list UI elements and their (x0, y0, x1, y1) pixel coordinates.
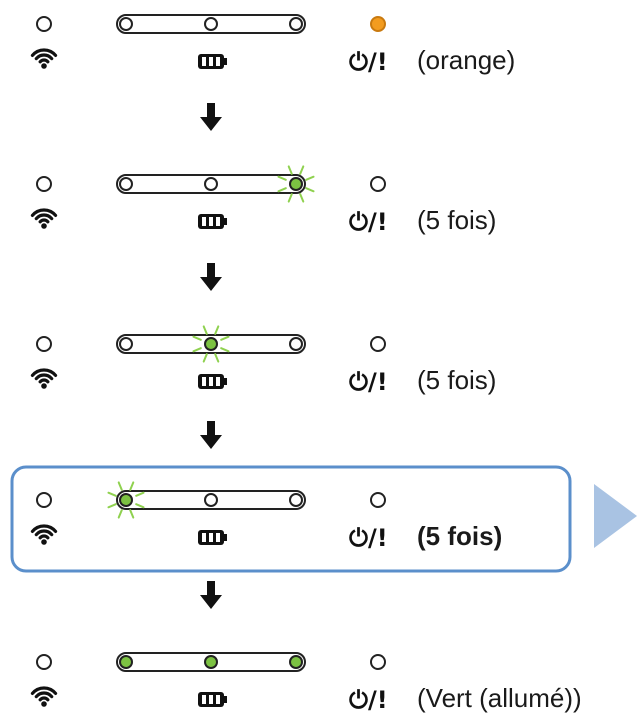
power-led (370, 654, 386, 670)
battery-icon (198, 530, 227, 545)
down-arrow-icon (200, 103, 222, 131)
next-step-triangle-icon (594, 484, 637, 548)
status-row: ⏻/! (10, 465, 572, 573)
power-error-icon: ⏻/! (349, 686, 388, 714)
down-arrow-icon (200, 581, 222, 609)
row-status-label: (5 fois) (417, 365, 497, 395)
battery-led (289, 655, 303, 669)
status-row: ⏻/! (30, 652, 388, 714)
blink-rays (107, 481, 145, 519)
power-led (370, 336, 386, 352)
wifi-led (36, 176, 52, 192)
down-arrow-icon (200, 421, 222, 449)
highlight-frame (10, 465, 572, 573)
row-status-label: (5 fois) (417, 205, 497, 235)
battery-led (119, 337, 133, 351)
wifi-icon (30, 208, 58, 229)
battery-icon (198, 214, 227, 229)
power-led (370, 492, 386, 508)
battery-icon (198, 692, 227, 707)
wifi-led (36, 16, 52, 32)
power-error-icon: ⏻/! (349, 368, 388, 396)
status-row: ⏻/! (30, 325, 388, 396)
wifi-icon (30, 48, 58, 69)
battery-led (289, 17, 303, 31)
blink-rays (277, 165, 315, 203)
battery-led (289, 337, 303, 351)
battery-led (204, 655, 218, 669)
battery-led (119, 177, 133, 191)
power-error-icon: ⏻/! (349, 524, 388, 552)
wifi-led (36, 336, 52, 352)
battery-icon (198, 54, 227, 69)
battery-led (204, 17, 218, 31)
battery-led (204, 493, 218, 507)
battery-led (119, 655, 133, 669)
wifi-icon (30, 686, 58, 707)
battery-led (119, 17, 133, 31)
battery-led (289, 177, 303, 191)
power-led (370, 16, 386, 32)
wifi-icon (30, 524, 58, 545)
wifi-led (36, 654, 52, 670)
battery-led (204, 337, 218, 351)
status-row: ⏻/! (30, 14, 388, 76)
battery-icon (198, 374, 227, 389)
down-arrow-icon (200, 263, 222, 291)
power-led (370, 176, 386, 192)
wifi-icon (30, 368, 58, 389)
row-status-label: (5 fois) (417, 521, 503, 551)
status-row: ⏻/! (30, 165, 388, 236)
power-error-icon: ⏻/! (349, 48, 388, 76)
battery-led (119, 493, 133, 507)
row-status-label: (Vert (allumé)) (417, 683, 582, 713)
row-status-label: (orange) (417, 45, 516, 75)
power-error-icon: ⏻/! (349, 208, 388, 236)
wifi-led (36, 492, 52, 508)
blink-rays (192, 325, 230, 363)
battery-led (289, 493, 303, 507)
battery-led (204, 177, 218, 191)
